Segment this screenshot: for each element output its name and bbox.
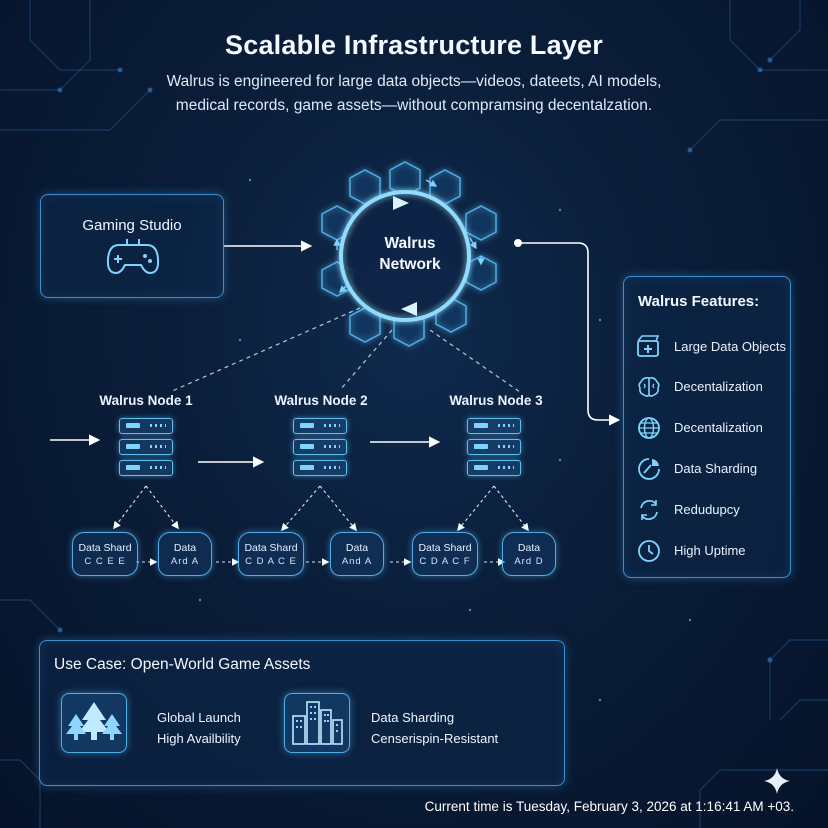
page-subtitle: Walrus is engineered for large data obje… [110, 70, 718, 118]
clock-icon [636, 538, 662, 564]
shard-3-code: C D A C E [239, 555, 303, 568]
brain-icon [636, 374, 662, 400]
use-case-left-line-1: Global Launch [157, 707, 241, 728]
use-case-heading: Use Case: Open-World Game Assets [54, 656, 310, 674]
subtitle-line-2: medical records, game assets—without com… [110, 94, 718, 118]
feature-item: Decentalization [636, 374, 786, 400]
gamepad-icon [105, 237, 161, 277]
shard-4-code: And A [331, 555, 383, 568]
node-2-label: Walrus Node 2 [246, 393, 396, 408]
data-shard-4: Data And A [330, 532, 384, 576]
network-line-1: Walrus [345, 233, 475, 254]
node-1-label: Walrus Node 1 [71, 393, 221, 408]
feature-label: High Uptime [674, 543, 746, 558]
sparkle-icon [762, 766, 792, 796]
city-icon [285, 694, 349, 752]
subtitle-line-1: Walrus is engineered for large data obje… [110, 70, 718, 94]
data-shard-6: Data Ard D [502, 532, 556, 576]
refresh-icon [636, 497, 662, 523]
node-3-server-icon [467, 418, 521, 481]
data-shard-2: Data Ard A [158, 532, 212, 576]
walrus-network-label: Walrus Network [345, 233, 475, 275]
shard-1-code: C C E E [73, 555, 137, 568]
shard-2-title: Data [159, 542, 211, 555]
features-heading: Walrus Features: [638, 293, 759, 310]
shard-6-title: Data [503, 542, 555, 555]
data-shard-3: Data Shard C D A C E [238, 532, 304, 576]
feature-label: Redudupcy [674, 502, 740, 517]
use-case-right-line-1: Data Sharding [371, 707, 498, 728]
node-3-label: Walrus Node 3 [421, 393, 571, 408]
feature-item: Decentalization [636, 415, 786, 441]
data-shard-5: Data Shard C D A C F [412, 532, 478, 576]
node-1-server-icon [119, 418, 173, 481]
network-line-2: Network [345, 254, 475, 275]
use-case-left-line-2: High Availbility [157, 728, 241, 749]
page-title: Scalable Infrastructure Layer [0, 30, 828, 61]
shard-1-title: Data Shard [73, 542, 137, 555]
use-case-right-text: Data Sharding Censerispin-Resistant [371, 707, 498, 749]
feature-label: Large Data Objects [674, 339, 786, 354]
globe-icon [636, 415, 662, 441]
shard-icon [636, 456, 662, 482]
feature-item: Redudupcy [636, 497, 786, 523]
shard-6-code: Ard D [503, 555, 555, 568]
film-plus-icon [636, 334, 662, 360]
feature-item: Large Data Objects [636, 334, 786, 360]
feature-item: Data Sharding [636, 456, 786, 482]
shard-5-code: C D A C F [413, 555, 477, 568]
shard-4-title: Data [331, 542, 383, 555]
features-panel: Walrus Features: Large Data Objects Dece… [623, 276, 791, 578]
shard-3-title: Data Shard [239, 542, 303, 555]
feature-item: High Uptime [636, 538, 786, 564]
forest-icon [62, 694, 126, 752]
feature-label: Decentalization [674, 420, 763, 435]
use-case-panel: Use Case: Open-World Game Assets Global … [39, 640, 565, 786]
timestamp-footer: Current time is Tuesday, February 3, 202… [425, 799, 794, 814]
gaming-studio-label: Gaming Studio [41, 217, 223, 234]
city-icon-tile [284, 693, 350, 753]
feature-label: Decentalization [674, 379, 763, 394]
shard-5-title: Data Shard [413, 542, 477, 555]
use-case-right-line-2: Censerispin-Resistant [371, 728, 498, 749]
feature-label: Data Sharding [674, 461, 757, 476]
node-2-server-icon [293, 418, 347, 481]
use-case-left-text: Global Launch High Availbility [157, 707, 241, 749]
forest-icon-tile [61, 693, 127, 753]
data-shard-1: Data Shard C C E E [72, 532, 138, 576]
gaming-studio-box: Gaming Studio [40, 194, 224, 298]
shard-2-code: Ard A [159, 555, 211, 568]
